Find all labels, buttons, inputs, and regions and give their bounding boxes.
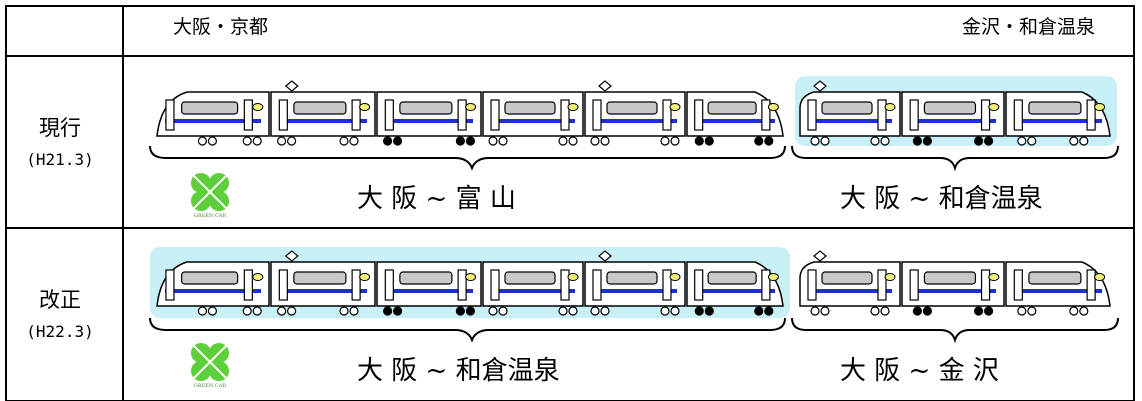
revised-car-2 [270,250,376,316]
row-sub-current: (H21.3) [26,150,94,169]
revised-car-6 [686,261,784,316]
brace-current-left [149,145,786,171]
brace-current-right [791,145,1119,172]
current-car-4 [482,91,584,146]
row-label-revised: 改正 [39,288,81,312]
green-car-text: GREEN CAR [193,213,227,219]
current-car-3 [376,91,482,146]
current-car-6 [686,91,784,146]
header-left-terminal: 大阪・京都 [173,16,269,38]
revised-car-4 [482,261,584,316]
green-car-text: GREEN CAR [193,383,227,389]
revised-car-8 [901,261,1005,316]
row-label-current: 現行 [39,116,81,140]
clover-icon [191,173,229,211]
current-car-2 [270,80,376,146]
row-sub-revised: (H22.3) [26,322,94,341]
current-car-5 [584,80,686,146]
header-right-terminal: 金沢・和倉温泉 [962,16,1096,38]
green-car-logo-revised: GREEN CAR [188,342,232,390]
current-car-7 [799,80,901,146]
route-current-left: 大 阪 ~ 富 山 [357,184,516,214]
route-current-right: 大 阪 ~ 和倉温泉 [840,184,1043,214]
revised-car-5 [584,250,686,316]
revised-car-1 [156,261,270,316]
route-revised-left: 大 阪 ~ 和倉温泉 [357,356,560,386]
current-car-1 [156,91,270,146]
brace-revised-left [149,317,786,343]
revised-car-9 [1005,261,1111,316]
route-revised-right: 大 阪 ~ 金 沢 [840,356,999,386]
clover-icon [191,343,229,381]
current-car-9 [1005,91,1111,146]
revised-car-7 [799,250,901,316]
brace-revised-right [791,317,1119,344]
revised-car-3 [376,261,482,316]
green-car-logo-current: GREEN CAR [188,172,232,220]
current-car-8 [901,91,1005,146]
